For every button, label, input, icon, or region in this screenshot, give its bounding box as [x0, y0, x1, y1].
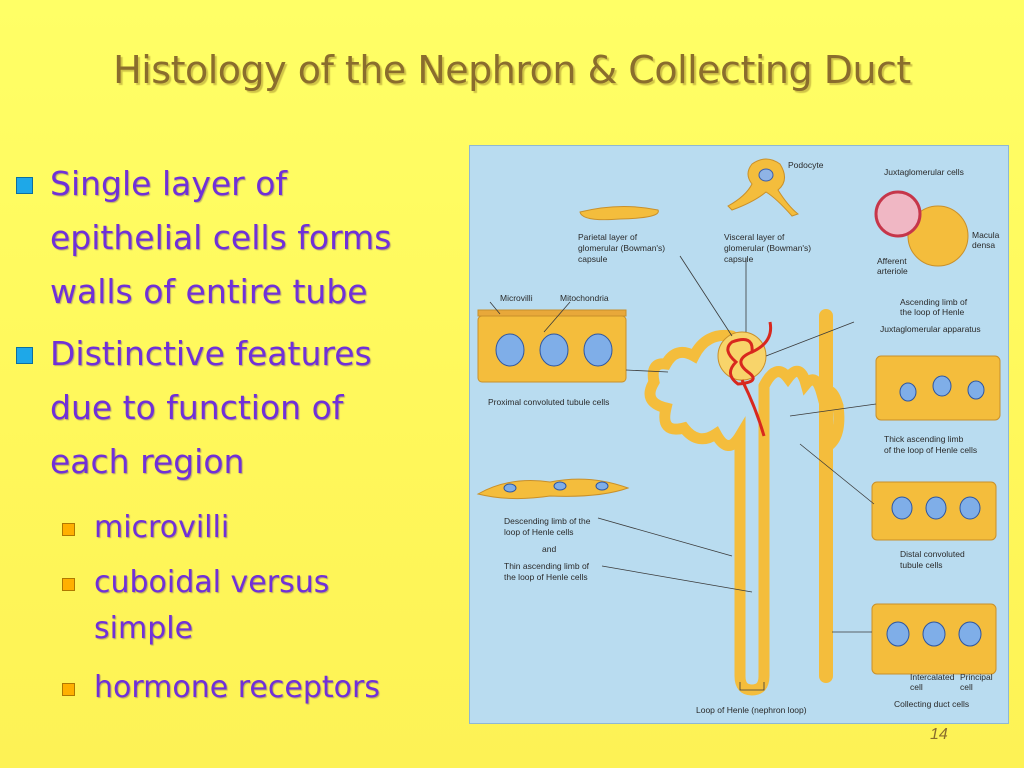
- bullet-line: each region: [50, 442, 245, 481]
- bullet-list: Single layer of epithelial cells forms w…: [0, 0, 470, 768]
- proximal-microvilli: [477, 309, 627, 317]
- label-and: and: [542, 544, 556, 554]
- leader-lines: [489, 255, 877, 691]
- afferent-arteriole-illustration: [874, 190, 922, 238]
- square-bullet-icon: [16, 347, 33, 364]
- slide-title: Histology of the Nephron & Collecting Du…: [113, 48, 911, 92]
- square-bullet-icon: [62, 683, 75, 696]
- nephron-diagram: Podocyte Juxtaglomerular cells Parietal …: [476, 158, 1002, 715]
- label-microvilli: Microvilli: [500, 293, 533, 303]
- bullet-line: walls of entire tube: [50, 272, 368, 311]
- label-proximal: Proximal convoluted tubule cells: [488, 397, 609, 407]
- bullet-line: Single layer of: [50, 164, 288, 203]
- label-ascending-limb: Ascending limb of the loop of Henle: [900, 297, 969, 317]
- bullet-line: microvilli: [94, 510, 230, 545]
- label-loop-of-henle: Loop of Henle (nephron loop): [696, 705, 807, 715]
- label-principal: Principal cell: [960, 672, 995, 692]
- label-distal: Distal convoluted tubule cells: [900, 549, 967, 570]
- label-juxtaglomerular-cells: Juxtaglomerular cells: [884, 167, 964, 177]
- nephron-figure: Podocyte Juxtaglomerular cells Parietal …: [469, 145, 1009, 724]
- label-macula-densa: Macula densa: [972, 230, 1002, 250]
- label-podocyte: Podocyte: [788, 160, 824, 170]
- bullet-line: cuboidal versus: [94, 565, 330, 600]
- bullet-line: hormone receptors: [94, 670, 380, 705]
- label-thick-ascending: Thick ascending limb of the loop of Henl…: [884, 434, 977, 455]
- proximal-and-loop-path: [644, 329, 770, 696]
- label-intercalated: Intercalated cell: [910, 672, 957, 692]
- nephron-tubule: [644, 309, 845, 696]
- bullet-line: simple: [94, 611, 194, 646]
- podocyte-illustration: [727, 158, 800, 217]
- label-thin-ascending: Thin ascending limb of the loop of Henle…: [504, 561, 591, 582]
- thin-limb-cells-illustration: [476, 478, 630, 500]
- label-parietal: Parietal layer of glomerular (Bowman's) …: [578, 232, 668, 264]
- label-visceral: Visceral layer of glomerular (Bowman's) …: [724, 232, 814, 264]
- figure-labels: Podocyte Juxtaglomerular cells Parietal …: [488, 160, 1002, 715]
- bullet-line: due to function of: [50, 388, 344, 427]
- label-collecting-duct: Collecting duct cells: [894, 699, 969, 709]
- square-bullet-icon: [16, 177, 33, 194]
- connecting-tubule-path: [822, 400, 845, 452]
- parietal-cell-illustration: [579, 205, 659, 221]
- label-jg-apparatus: Juxtaglomerular apparatus: [880, 324, 981, 334]
- podocyte-nucleus: [758, 168, 774, 182]
- bullet-line: Distinctive features: [50, 334, 372, 373]
- label-mitochondria: Mitochondria: [560, 293, 609, 303]
- label-descending: Descending limb of the loop of Henle cel…: [504, 516, 593, 537]
- bullet-line: epithelial cells forms: [50, 218, 392, 257]
- glomerulus-vessels: [726, 321, 773, 437]
- macula-densa-illustration: [907, 205, 969, 267]
- square-bullet-icon: [62, 523, 75, 536]
- square-bullet-icon: [62, 578, 75, 591]
- label-afferent-arteriole: Afferent arteriole: [877, 256, 909, 276]
- page-number: 14: [930, 726, 948, 743]
- cell-nuclei: [495, 333, 985, 647]
